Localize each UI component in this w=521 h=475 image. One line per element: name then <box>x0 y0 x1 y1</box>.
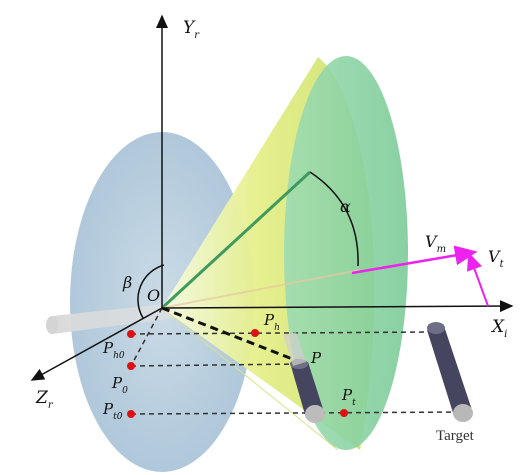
z-axis-label: Zr <box>35 388 54 411</box>
y-axis-label: Yr <box>183 18 200 41</box>
point-pt <box>340 409 348 417</box>
points <box>127 329 348 418</box>
p0-label: P0 <box>111 374 128 396</box>
cone-axis-line <box>160 170 312 310</box>
target-cylinder <box>427 322 473 422</box>
gray-rod-end <box>46 316 58 334</box>
point-ph <box>251 329 259 337</box>
ghost-cylinder <box>283 332 306 366</box>
origin-label: O <box>147 286 160 305</box>
point-ph0 <box>127 330 135 338</box>
cone-lower-edge <box>161 307 339 451</box>
vm-arrow <box>351 245 478 275</box>
pt0-label: Pt0 <box>102 400 123 422</box>
faint-los-line <box>161 269 361 309</box>
x-axis <box>161 300 514 313</box>
o-to-p-line <box>161 306 301 364</box>
cone-base <box>284 56 408 450</box>
pt-label: Pt <box>341 386 356 408</box>
p-label: P <box>310 349 322 367</box>
vt-label: Vt <box>488 247 505 270</box>
target-label: Target <box>436 428 475 444</box>
beta-label: β <box>122 273 132 292</box>
point-p0 <box>127 362 135 370</box>
vt-arrow <box>466 252 489 307</box>
vm-label: Vm <box>425 232 446 255</box>
alpha-label: α <box>340 197 351 216</box>
z-axis <box>30 307 163 381</box>
beta-arc <box>137 264 165 319</box>
point-pt0 <box>127 410 135 418</box>
ph-label: Ph <box>263 311 280 333</box>
ph0-label: Ph0 <box>102 339 125 361</box>
alpha-arc <box>309 171 359 267</box>
x-axis-label: Xi <box>490 317 507 340</box>
projection-lines <box>130 307 466 415</box>
